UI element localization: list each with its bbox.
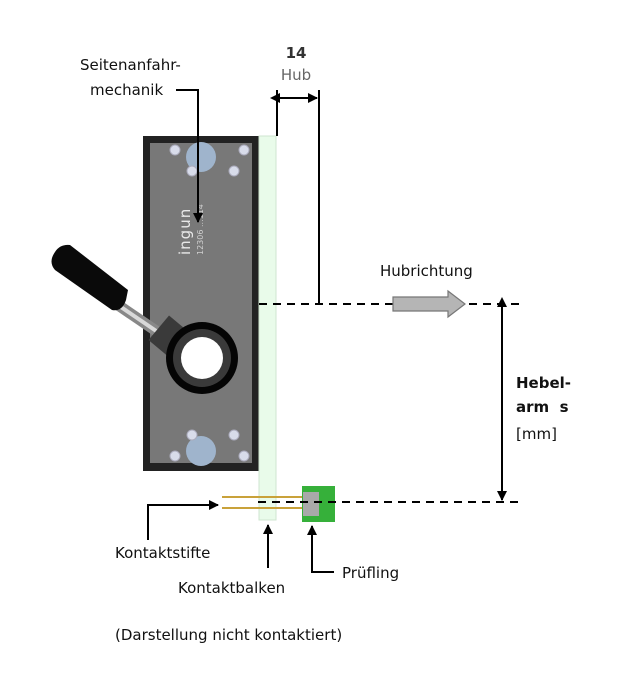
contact-bar [258,135,277,521]
contact-pins-label: Kontaktstifte [115,544,210,562]
lever-arm-unit: [mm] [516,425,557,443]
knob-bottom [186,436,216,466]
knob-top [186,142,216,172]
logo: ingun [176,208,194,255]
lever [51,244,238,394]
contact-pins-leader-arrow [147,500,219,540]
dut-leader-arrow [307,525,334,573]
lever-arm-label-2: arm s [516,398,569,416]
stroke-direction-label: Hubrichtung [380,262,473,280]
device-under-test [302,486,335,522]
lever-arm-label-1: Hebel- [516,374,571,392]
lever-handle [51,244,128,311]
dut-label: Prüfling [342,564,399,582]
contact-pins [222,496,302,509]
part-number: 12306 ...114 [196,204,205,255]
mechanism-label-1: Seitenanfahr- [80,56,181,74]
side-mechanism-plate: ingun 12306 ...114 [143,136,259,471]
caption: (Darstellung nicht kontaktiert) [115,626,342,644]
stroke-direction-arrow-icon [392,289,466,319]
mechanism-leader-arrow [176,89,203,223]
screws [169,144,250,462]
mechanism-label-2: mechanik [90,81,163,99]
stroke-label: Hub [281,66,311,84]
stroke-value: 14 [286,44,307,62]
contact-bar-label: Kontaktbalken [178,579,285,597]
